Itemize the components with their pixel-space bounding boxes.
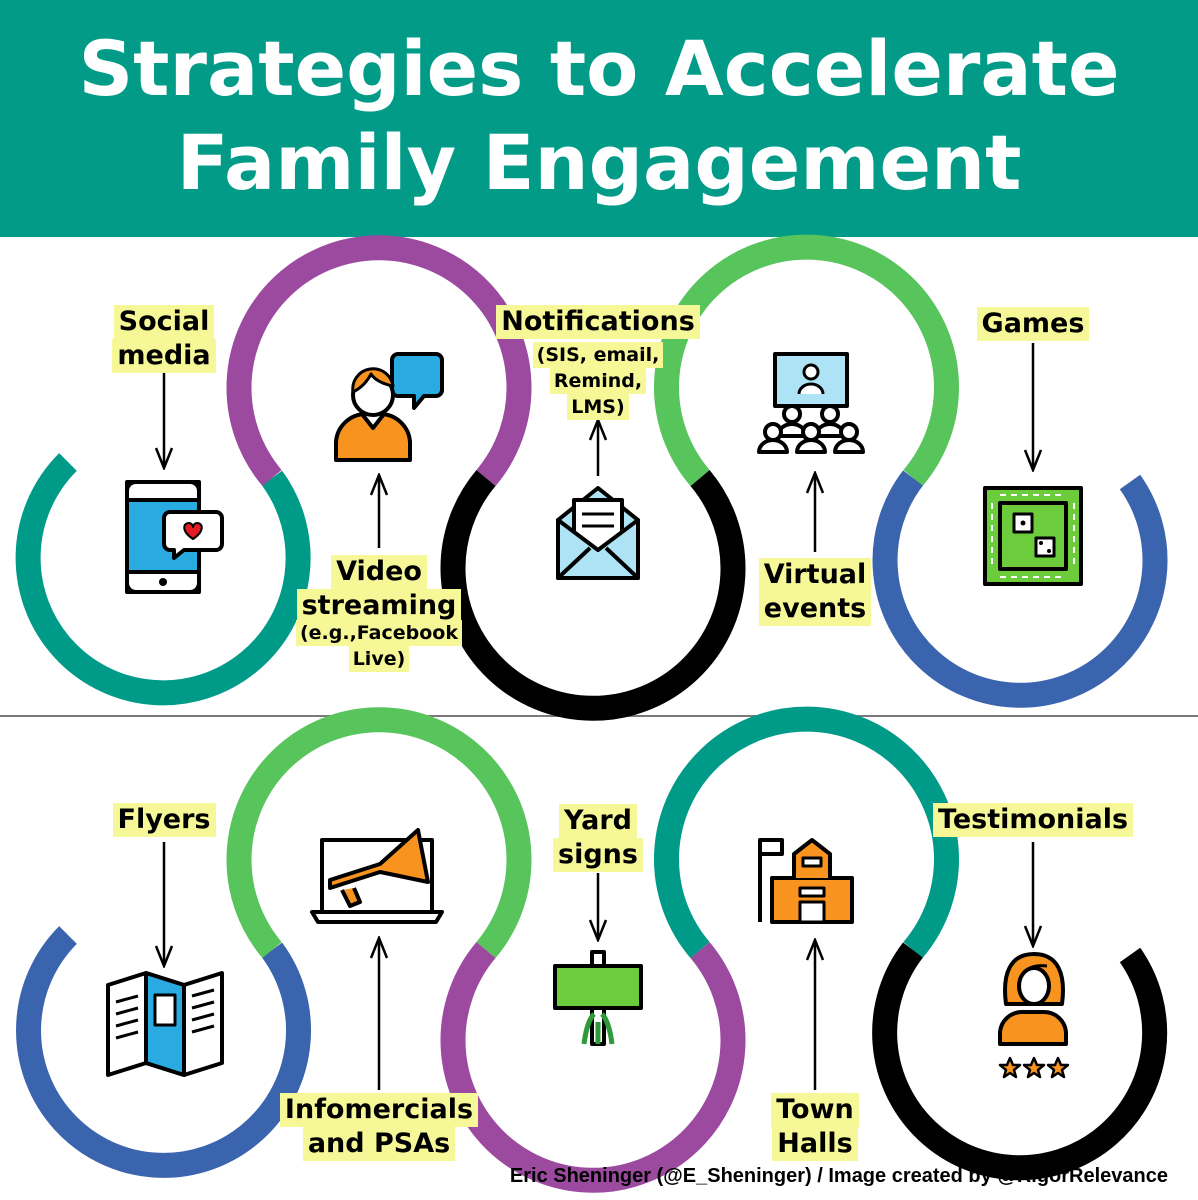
label-games-line-1: Games [976,307,1090,341]
label-town-halls-line-1: Town [771,1093,859,1127]
label-infomercials: Infomercials and PSAs [269,1093,489,1161]
credit-text: Eric Sheninger (@E_Sheninger) / Image cr… [509,1165,1168,1187]
envelope-letter-icon [556,486,640,580]
ribbon-blue-1 [872,470,1168,708]
label-testimonials: Testimonials [933,803,1134,837]
label-notifications-note-line-2: Remind, [549,368,647,394]
label-infomercials-line-1: Infomercials [279,1093,479,1127]
ribbon-green-1 [654,234,959,487]
label-video-streaming-line-1: Video [331,555,427,589]
label-games: Games [963,307,1103,341]
virtual-audience-icon [757,352,865,454]
ribbon-black-1 [440,469,746,721]
label-notifications-note-line-1: (SIS, email, [532,342,664,368]
label-yard-signs-line-1: Yard [559,804,637,838]
title-line-1: Strategies to Accelerate [78,24,1120,113]
label-yard-signs: Yard signs [528,804,668,872]
ribbon-black-2 [872,942,1168,1181]
smartphone-heart-icon [125,480,224,594]
label-social-media: Social media [94,305,234,373]
label-town-halls-line-2: Halls [772,1127,858,1161]
ribbon-teal-2 [654,706,959,959]
board-game-icon [983,486,1083,586]
label-notifications: Notifications [488,305,708,339]
label-video-streaming-note-line-1: (e.g.,Facebook [295,620,462,646]
label-virtual-events-line-1: Virtual [758,558,872,592]
school-building-icon [758,838,854,924]
label-video-streaming: Video streaming [289,555,469,623]
label-virtual-events-line-2: events [758,592,872,626]
label-video-streaming-note-line-2: Live) [348,646,410,672]
ribbon-green-2 [226,707,532,959]
yard-sign-icon [553,950,643,1046]
label-flyers: Flyers [94,803,234,837]
label-social-media-line-1: Social [113,305,215,339]
label-video-streaming-note: (e.g.,Facebook Live) [279,620,479,672]
label-notifications-line-1: Notifications [496,305,700,339]
header-banner: Strategies to Accelerate Family Engageme… [0,0,1198,237]
title-line-2: Family Engagement [176,118,1022,207]
label-virtual-events: Virtual events [735,558,895,626]
label-testimonials-line-1: Testimonials [933,803,1134,837]
brochure-icon [106,971,224,1077]
label-video-streaming-line-2: streaming [296,589,462,623]
label-infomercials-line-2: and PSAs [302,1127,456,1161]
ribbon-purple-2 [440,941,746,1193]
label-notifications-note: (SIS, email, Remind, LMS) [508,342,688,420]
person-chat-icon [334,352,444,462]
page-title: Strategies to Accelerate Family Engageme… [0,22,1198,210]
ribbon-blue-2 [16,926,312,1178]
label-town-halls: Town Halls [745,1093,885,1161]
label-flyers-line-1: Flyers [112,803,216,837]
ribbon-teal-1 [15,453,311,706]
label-notifications-note-line-3: LMS) [567,394,629,420]
testimonial-woman-stars-icon [998,952,1070,1079]
label-social-media-line-2: media [112,339,216,373]
laptop-megaphone-icon [310,828,444,924]
label-yard-signs-line-2: signs [553,838,643,872]
ribbon-purple-1 [226,235,532,487]
